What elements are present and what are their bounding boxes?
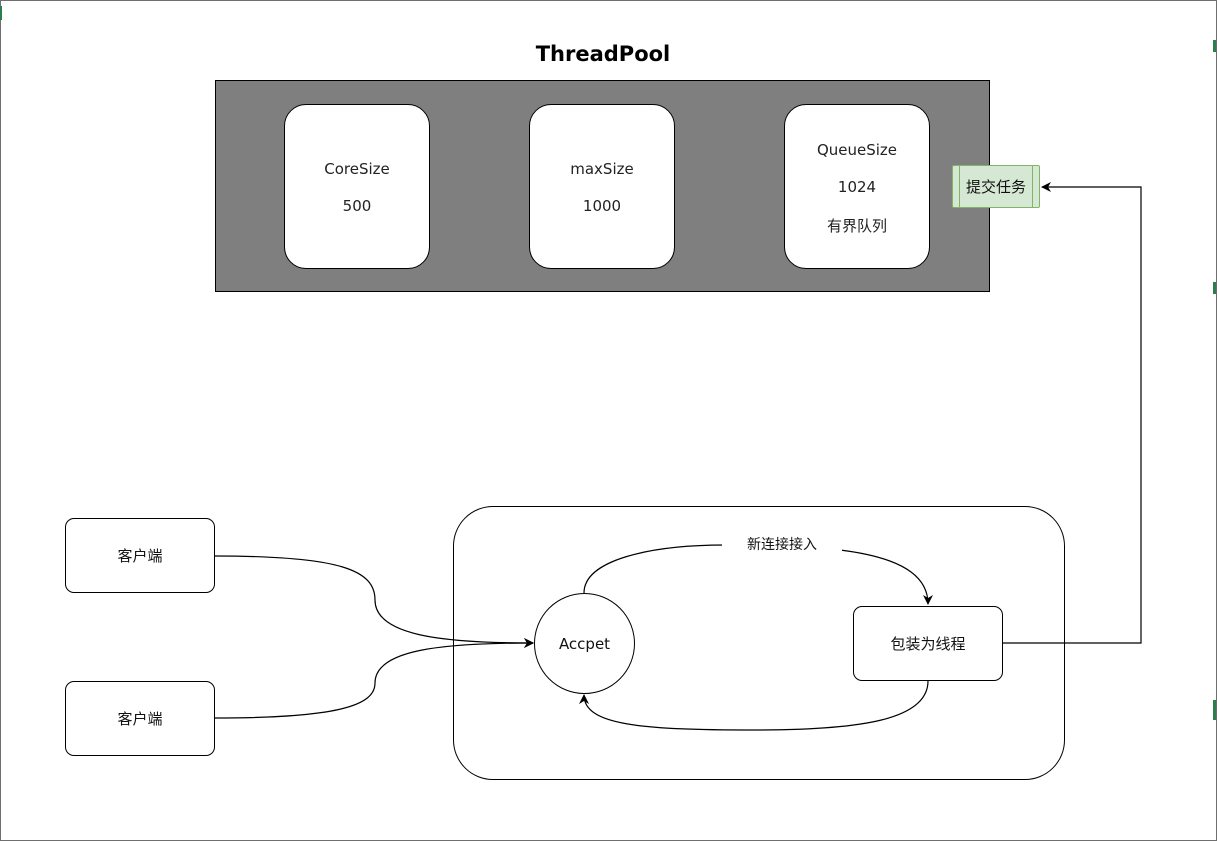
process-side-bar: [959, 166, 960, 207]
client-label: 客户端: [117, 547, 163, 565]
window-edge-mark: [1213, 700, 1216, 720]
queue-size-box[interactable]: QueueSize 1024 有界队列: [784, 104, 930, 269]
process-side-bar: [1032, 166, 1033, 207]
wrap-thread-node[interactable]: 包装为线程: [853, 606, 1003, 681]
queue-size-label: QueueSize: [816, 141, 898, 159]
client-node[interactable]: 客户端: [65, 518, 215, 593]
window-edge-mark: [1213, 40, 1216, 52]
client-1-to-accept-edge[interactable]: [214, 555, 534, 648]
core-size-box[interactable]: CoreSize 500: [284, 104, 430, 269]
queue-type-label: 有界队列: [826, 217, 887, 235]
accept-node[interactable]: Accpet: [534, 593, 635, 694]
return-to-accept-edge[interactable]: [579, 680, 929, 731]
submit-task-box[interactable]: 提交任务: [952, 165, 1040, 208]
window-edge-mark: [0, 6, 2, 20]
submit-task-edge[interactable]: [1003, 182, 1142, 644]
wrap-thread-label: 包装为线程: [890, 635, 966, 653]
max-size-label: maxSize: [570, 160, 634, 178]
window-edge-mark: [1213, 282, 1216, 294]
diagram-title: ThreadPool: [535, 42, 671, 66]
new-connection-label: 新连接接入: [722, 536, 842, 554]
client-label: 客户端: [117, 710, 163, 728]
submit-task-label: 提交任务: [965, 178, 1026, 196]
client-2-to-accept-edge[interactable]: [214, 638, 534, 719]
max-size-value: 1000: [582, 197, 622, 215]
client-node[interactable]: 客户端: [65, 681, 215, 756]
accept-label: Accpet: [558, 634, 611, 653]
queue-size-value: 1024: [837, 178, 877, 196]
max-size-box[interactable]: maxSize 1000: [529, 104, 675, 269]
core-size-value: 500: [342, 197, 372, 215]
core-size-label: CoreSize: [324, 160, 390, 178]
